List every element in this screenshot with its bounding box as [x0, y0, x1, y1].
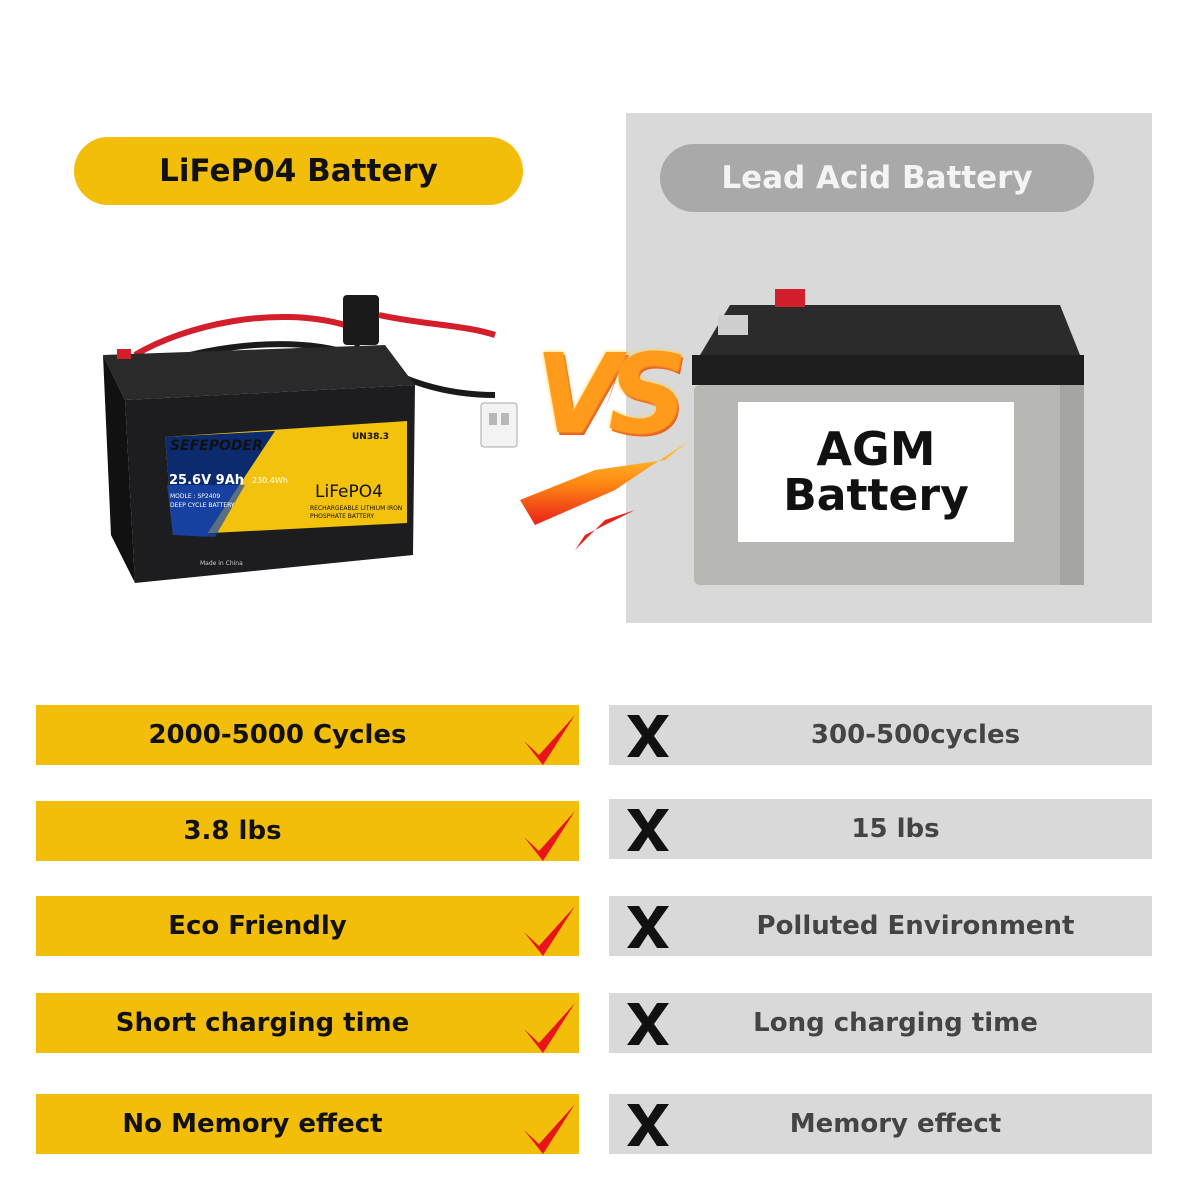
x-icon — [627, 715, 669, 757]
battery-desc-1: RECHARGEABLE LITHIUM IRON — [310, 505, 403, 512]
lead-acid-row-cycles: 300-500cycles — [609, 705, 1152, 765]
battery-type: DEEP CYCLE BATTERY — [170, 502, 235, 509]
lead-acid-title: Lead Acid Battery — [721, 160, 1033, 196]
check-icon — [524, 1104, 575, 1154]
lifepo4-row-text: 2000-5000 Cycles — [148, 720, 407, 750]
lead-acid-row-text: Memory effect — [789, 1109, 1002, 1139]
lifepo4-row-charging: Short charging time — [36, 993, 579, 1053]
lead-acid-row-text: Polluted Environment — [756, 911, 1075, 941]
lead-acid-row-text: 15 lbs — [851, 814, 940, 844]
lead-acid-row-text: Long charging time — [753, 1008, 1038, 1038]
lifepo4-title-pill: LiFeP04 Battery — [74, 137, 523, 205]
lifepo4-row-text: No Memory effect — [122, 1109, 383, 1139]
lifepo4-row-text: 3.8 lbs — [183, 816, 282, 846]
agm-label-line2: Battery — [783, 470, 969, 522]
battery-model: MODLE : SP2409 — [170, 493, 221, 500]
lifepo4-row-weight: 3.8 lbs — [36, 801, 579, 861]
check-icon — [524, 715, 575, 765]
lead-acid-row-text: 300-500cycles — [810, 720, 1021, 750]
x-icon — [627, 1003, 669, 1045]
vs-flame-graphic — [520, 320, 690, 550]
lead-acid-row-weight: 15 lbs — [609, 799, 1152, 859]
battery-energy: 230.4Wh — [252, 476, 288, 485]
agm-label: AGM Battery — [738, 402, 1014, 542]
battery-cert: UN38.3 — [352, 432, 390, 442]
lifepo4-battery-image — [103, 295, 518, 583]
vs-text: VS — [535, 330, 687, 458]
lifepo4-row-text: Short charging time — [115, 1008, 410, 1038]
lifepo4-row-memory: No Memory effect — [36, 1094, 579, 1154]
lifepo4-row-eco: Eco Friendly — [36, 896, 579, 956]
agm-label-line1: AGM — [816, 421, 936, 476]
battery-spec: 25.6V 9Ah — [169, 473, 245, 488]
lifepo4-row-text: Eco Friendly — [168, 911, 347, 941]
battery-origin: Made in China — [200, 560, 243, 567]
lifepo4-title: LiFeP04 Battery — [159, 153, 438, 189]
x-icon — [627, 906, 669, 948]
lead-acid-row-charging: Long charging time — [609, 993, 1152, 1053]
check-icon — [524, 1003, 575, 1053]
x-icon — [627, 809, 669, 851]
check-icon — [524, 906, 575, 956]
lead-acid-row-eco: Polluted Environment — [609, 896, 1152, 956]
lead-acid-row-memory: Memory effect — [609, 1094, 1152, 1154]
lead-acid-title-pill: Lead Acid Battery — [660, 144, 1094, 212]
battery-chemistry: LiFePO4 — [315, 482, 383, 502]
check-icon — [524, 811, 575, 861]
battery-brand: SEFEPODER — [170, 438, 263, 454]
x-icon — [627, 1104, 669, 1146]
battery-desc-2: PHOSPHATE BATTERY — [310, 513, 375, 520]
lifepo4-row-cycles: 2000-5000 Cycles — [36, 705, 579, 765]
